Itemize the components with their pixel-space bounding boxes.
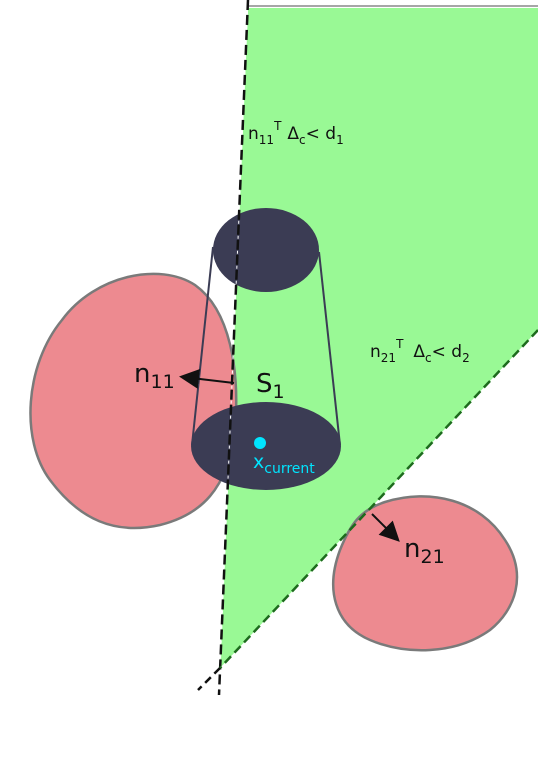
- halfspace-boundary-2: [219, 329, 538, 669]
- current-point-marker: [254, 437, 266, 449]
- halfspace-boundary-2-extension: [197, 667, 221, 691]
- corridor-top-ellipse: [213, 208, 319, 292]
- normal-arrow-n21: [371, 513, 400, 542]
- halfspace-boundary-1-black: [217, 0, 250, 696]
- free-space-region: [220, 8, 538, 668]
- segment-s1-label: S1: [256, 369, 285, 403]
- normal-n11-label: n11: [134, 359, 175, 393]
- normal-arrow-n11: [179, 368, 235, 389]
- normal-n21-label: n21: [404, 534, 445, 568]
- current-point-label: xcurrent: [253, 451, 315, 477]
- corridor-side-left: [191, 246, 214, 446]
- corridor-side-right: [318, 251, 341, 446]
- obstacle-left: [29, 272, 238, 530]
